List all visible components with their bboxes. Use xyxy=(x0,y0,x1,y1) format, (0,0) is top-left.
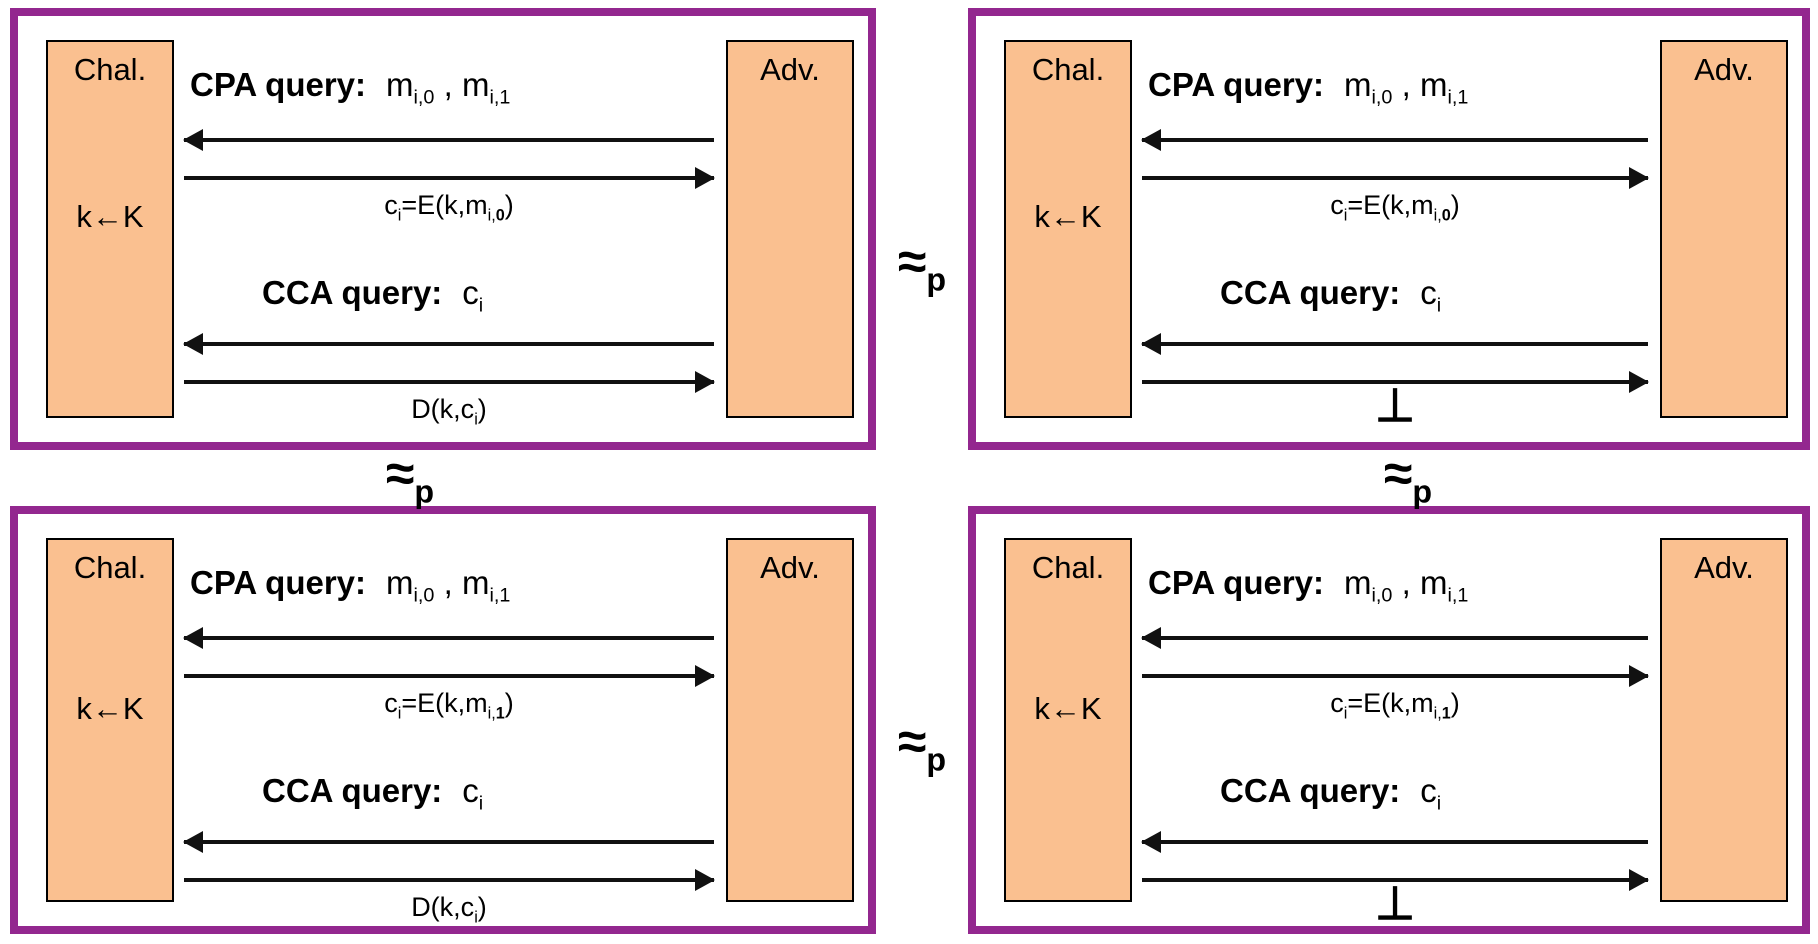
key-sampling-label: k←K xyxy=(76,199,144,235)
cca-query-prefix: CCA query: xyxy=(262,274,443,311)
cca-query-prefix: CCA query: xyxy=(1220,772,1401,809)
cpa-response-arrow xyxy=(1142,665,1649,687)
cca-query-label: CCA query: ci xyxy=(1140,772,1650,816)
cpa-message-1: mi,1 xyxy=(1419,564,1469,607)
cpa-response-arrow xyxy=(184,167,715,189)
approx-p-top-center: ≈p xyxy=(897,233,947,298)
message-lane: CPA query: mi,0 , mi,1 ci=E(k,mi,1) CCA q… xyxy=(182,514,716,926)
adversary-box: Adv. xyxy=(1660,538,1788,902)
ciphertext-response-label: ci=E(k,mi,1) xyxy=(384,688,514,723)
cca-query-arrow xyxy=(183,333,714,355)
cpa-query-arrow xyxy=(1141,129,1648,151)
cpa-message-1: mi,1 xyxy=(461,66,511,109)
challenger-box: Chal. k←K xyxy=(1004,538,1132,902)
challenger-box: Chal. k←K xyxy=(1004,40,1132,418)
cpa-separator: , xyxy=(1392,66,1420,103)
reject-response-label: ⊥ xyxy=(1140,880,1650,926)
ciphertext-response-label: ci=E(k,mi,0) xyxy=(1330,190,1460,225)
cpa-query-arrow xyxy=(183,129,714,151)
game-panel-top-right: Chal. k←K Adv. CPA query: mi,0 , mi,1 ci=… xyxy=(968,8,1810,450)
adversary-box: Adv. xyxy=(1660,40,1788,418)
cpa-query-prefix: CPA query: xyxy=(190,66,367,103)
cpa-response-arrow xyxy=(184,665,715,687)
adversary-box: Adv. xyxy=(726,40,854,418)
cca-query-arrow xyxy=(1141,831,1648,853)
cca-response-arrow xyxy=(184,371,715,393)
cca-query-label: CCA query: ci xyxy=(182,772,716,816)
cca-ciphertext: ci xyxy=(462,772,484,815)
message-lane: CPA query: mi,0 , mi,1 ci=E(k,mi,1) CCA q… xyxy=(1140,514,1650,926)
game-panel-top-left: Chal. k←K Adv. CPA query: mi,0 , mi,1 ci=… xyxy=(10,8,876,450)
cca-response-arrow xyxy=(184,869,715,891)
approx-p-left-column: ≈p xyxy=(385,445,435,510)
bottom-symbol: ⊥ xyxy=(1374,877,1416,929)
cca-query-label: CCA query: ci xyxy=(1140,274,1650,318)
message-lane: CPA query: mi,0 , mi,1 ci=E(k,mi,0) CCA q… xyxy=(182,16,716,442)
key-sampling-label: k←K xyxy=(1034,691,1102,727)
cpa-message-1: mi,1 xyxy=(1419,66,1469,109)
cpa-separator: , xyxy=(434,66,462,103)
adversary-label: Adv. xyxy=(1694,550,1754,585)
challenger-label: Chal. xyxy=(1031,550,1105,585)
reject-response-label: ⊥ xyxy=(1140,382,1650,428)
cpa-query-prefix: CPA query: xyxy=(1148,564,1325,601)
cpa-message-0: mi,0 xyxy=(1344,66,1393,109)
adversary-box: Adv. xyxy=(726,538,854,902)
key-sampling-label: k←K xyxy=(76,691,144,727)
message-lane: CPA query: mi,0 , mi,1 ci=E(k,mi,0) CCA q… xyxy=(1140,16,1650,442)
cpa-response-arrow xyxy=(1142,167,1649,189)
decryption-response-label: D(k,ci) xyxy=(411,394,487,429)
cpa-query-prefix: CPA query: xyxy=(190,564,367,601)
cca-query-prefix: CCA query: xyxy=(262,772,443,809)
cca-query-prefix: CCA query: xyxy=(1220,274,1401,311)
cpa-query-label: CPA query: mi,0 , mi,1 xyxy=(182,564,716,608)
cpa-query-arrow xyxy=(1141,627,1648,649)
ciphertext-response-label: ci=E(k,mi,0) xyxy=(384,190,514,225)
cca-response-arrow xyxy=(1142,869,1649,891)
ciphertext-response-label: ci=E(k,mi,1) xyxy=(1330,688,1460,723)
game-panel-bottom-left: Chal. k←K Adv. CPA query: mi,0 , mi,1 ci=… xyxy=(10,506,876,934)
cpa-query-label: CPA query: mi,0 , mi,1 xyxy=(182,66,716,110)
decryption-response-label: D(k,ci) xyxy=(411,892,487,927)
cca-ciphertext: ci xyxy=(462,274,484,317)
cpa-query-label: CPA query: mi,0 , mi,1 xyxy=(1140,564,1650,608)
cpa-separator: , xyxy=(1392,564,1420,601)
cpa-query-prefix: CPA query: xyxy=(1148,66,1325,103)
adversary-label: Adv. xyxy=(760,52,820,87)
challenger-label: Chal. xyxy=(73,52,147,87)
cca-response-arrow xyxy=(1142,371,1649,393)
approx-p-bottom-center: ≈p xyxy=(897,713,947,778)
cca-query-label: CCA query: ci xyxy=(182,274,716,318)
challenger-box: Chal. k←K xyxy=(46,538,174,902)
challenger-box: Chal. k←K xyxy=(46,40,174,418)
cpa-message-0: mi,0 xyxy=(386,564,435,607)
adversary-label: Adv. xyxy=(760,550,820,585)
cpa-query-arrow xyxy=(183,627,714,649)
cca-query-arrow xyxy=(183,831,714,853)
cpa-separator: , xyxy=(434,564,462,601)
adversary-label: Adv. xyxy=(1694,52,1754,87)
challenger-label: Chal. xyxy=(73,550,147,585)
challenger-label: Chal. xyxy=(1031,52,1105,87)
cca-ciphertext: ci xyxy=(1420,274,1442,317)
cca-query-arrow xyxy=(1141,333,1648,355)
cpa-query-label: CPA query: mi,0 , mi,1 xyxy=(1140,66,1650,110)
cpa-message-1: mi,1 xyxy=(461,564,511,607)
game-panel-bottom-right: Chal. k←K Adv. CPA query: mi,0 , mi,1 ci=… xyxy=(968,506,1810,934)
cpa-message-0: mi,0 xyxy=(386,66,435,109)
approx-p-right-column: ≈p xyxy=(1383,445,1433,510)
cpa-message-0: mi,0 xyxy=(1344,564,1393,607)
key-sampling-label: k←K xyxy=(1034,199,1102,235)
bottom-symbol: ⊥ xyxy=(1374,379,1416,431)
cca-ciphertext: ci xyxy=(1420,772,1442,815)
